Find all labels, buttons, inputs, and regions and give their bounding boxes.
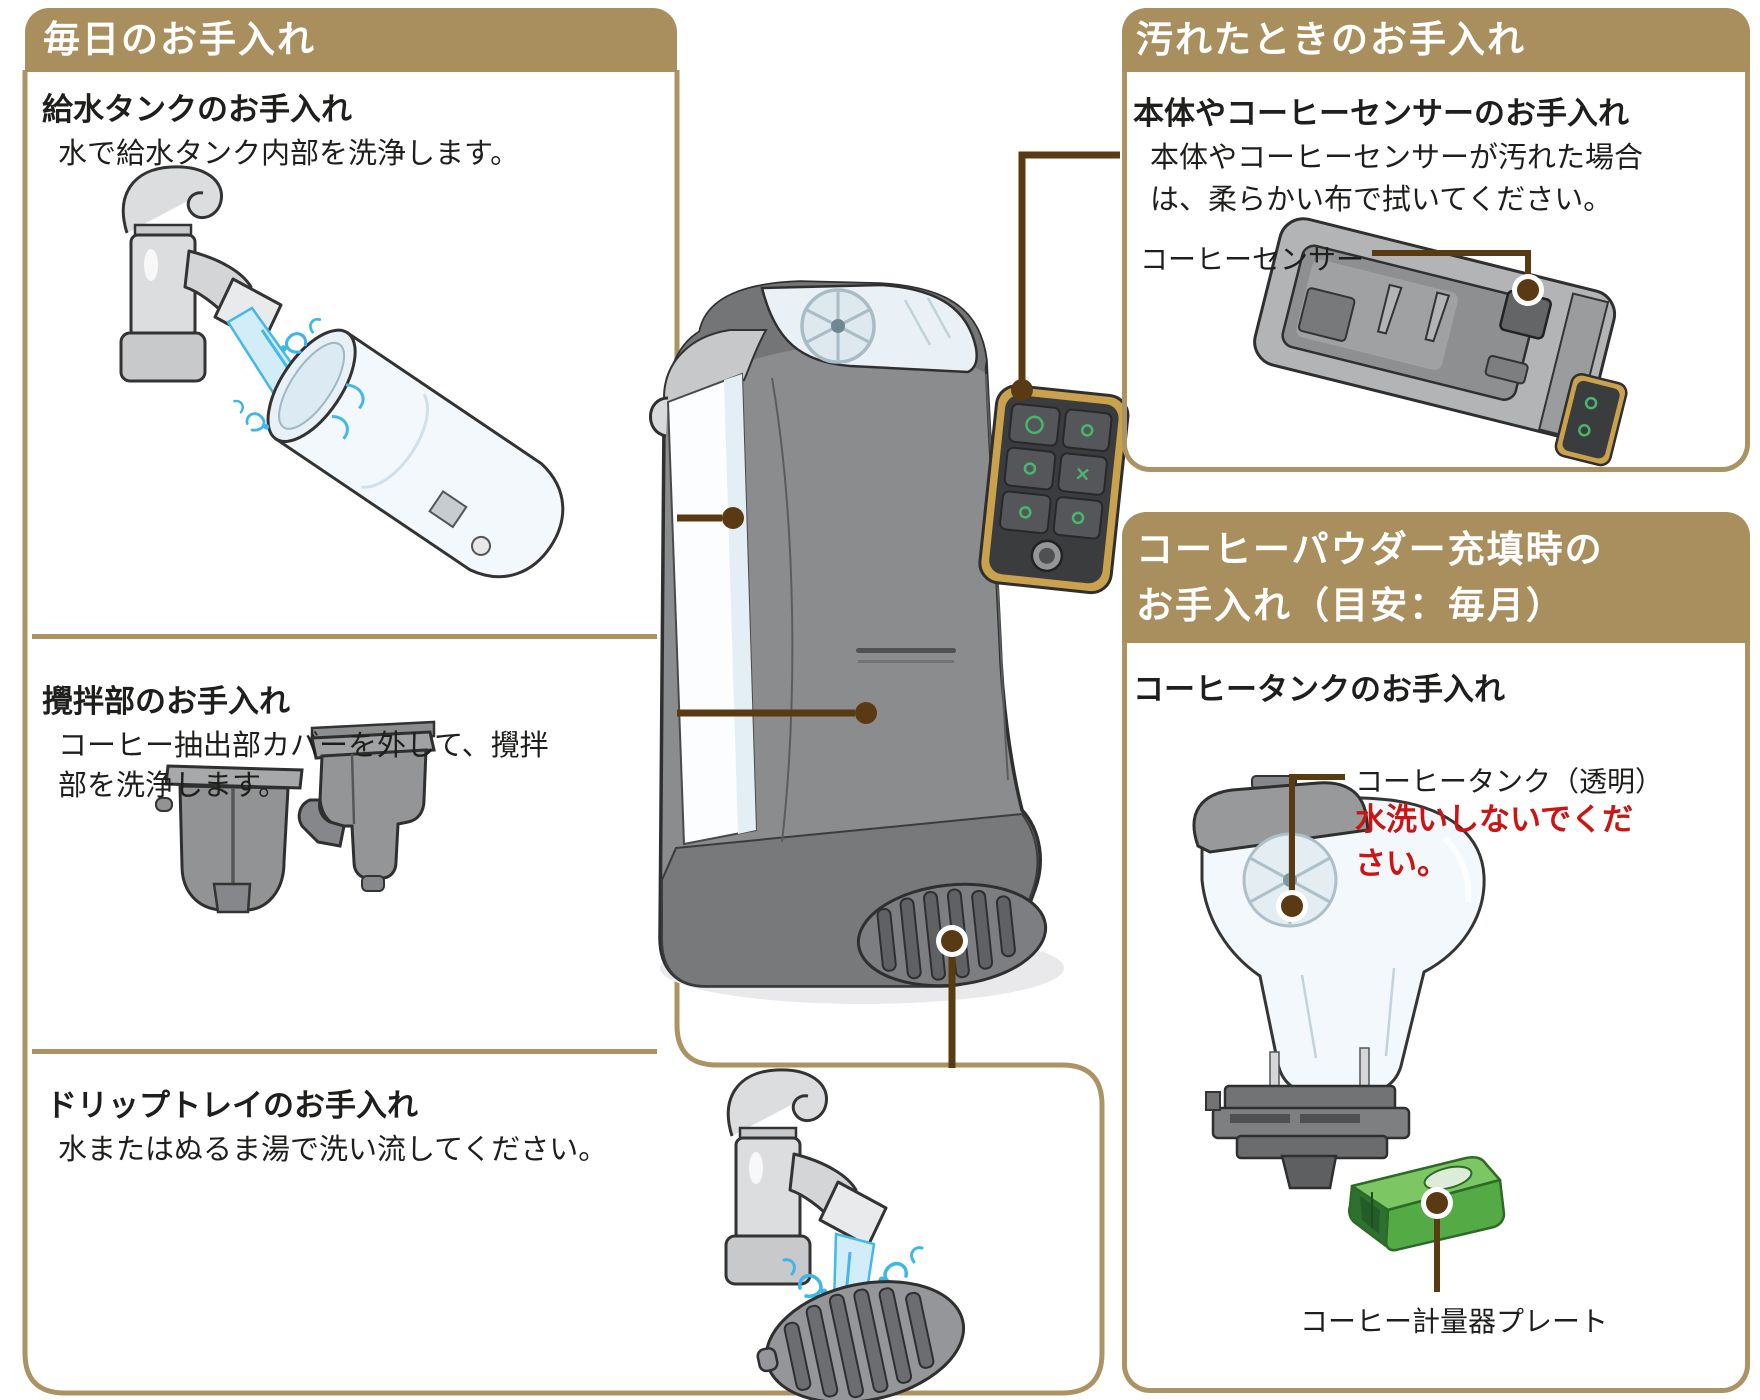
coffee-machine-illustration <box>649 280 1130 1004</box>
plate-dot <box>1426 1192 1448 1214</box>
faucet-washing-drip-tray-illustration <box>724 1068 966 1400</box>
coffee-sensor-illustration <box>1253 217 1628 467</box>
callout-dots <box>722 274 1544 1219</box>
measuring-plate-label: コーヒー計量器プレート <box>1300 1306 1609 1337</box>
callout-connectors <box>677 151 1531 1292</box>
dirty-care-title: 汚れたときのお手入れ <box>1136 19 1526 60</box>
no-washing-warning-line2: さい。 <box>1355 846 1448 881</box>
dirty-care-heading: 本体やコーヒーセンサーのお手入れ <box>1133 96 1629 131</box>
drip-tray-section-body: 水またはぬるま湯で洗い流してください。 <box>58 1134 608 1166</box>
sensor-label-connector-line <box>1372 250 1531 280</box>
stirring-section-heading: 攪拌部のお手入れ <box>42 684 290 719</box>
daily-care-title: 毎日のお手入れ <box>43 19 316 60</box>
dirty-care-header: 汚れたときのお手入れ <box>1122 8 1750 72</box>
powder-refill-box-outline <box>1122 643 1750 1393</box>
coffee-tank-label: コーヒータンク（透明） <box>1355 766 1664 797</box>
section-divider-2 <box>32 1049 657 1054</box>
powder-refill-title-line1: コーヒーパウダー充填時の <box>1136 529 1604 570</box>
dirty-care-box-outline <box>1122 72 1750 472</box>
water-tank-section-heading: 給水タンクのお手入れ <box>42 92 352 127</box>
stirring-parts-illustration <box>155 720 436 914</box>
drip-tray-section-heading: ドリップトレイのお手入れ <box>46 1088 418 1123</box>
tank-lid-dot <box>1281 895 1303 917</box>
water-tank-dot <box>722 507 744 529</box>
no-washing-warning-line1: 水洗いしないでくだ <box>1355 802 1634 837</box>
sensor-area-dot <box>1011 379 1033 401</box>
powder-refill-header: コーヒーパウダー充填時の お手入れ（目安：毎月） <box>1122 512 1750 643</box>
dirty-care-body-line1: 本体やコーヒーセンサーが汚れた場合 <box>1150 142 1644 174</box>
washed-drip-tray <box>756 1280 966 1400</box>
tank-label-connector-line <box>1289 774 1345 896</box>
coffee-tank-heading: コーヒータンクのお手入れ <box>1133 672 1505 707</box>
faucet-washing-water-tank-illustration <box>119 165 565 579</box>
drip-tray-dot <box>941 930 963 952</box>
section-divider-1 <box>32 634 657 639</box>
sensor-box-connector-line <box>1018 151 1120 388</box>
water-tank <box>266 328 565 579</box>
control-panel <box>978 384 1130 595</box>
stirring-section-body-line1: コーヒー抽出部カバーを外して、攪拌 <box>58 730 549 762</box>
dirty-care-body-line2: は、柔らかい布で拭いてください。 <box>1150 184 1613 216</box>
coffee-tank-illustration <box>1192 775 1486 1190</box>
sensor-dot <box>1517 279 1539 301</box>
tank-lid <box>1192 781 1370 854</box>
coffee-sensor-label: コーヒーセンサー <box>1140 244 1365 275</box>
daily-care-header: 毎日のお手入れ <box>25 8 677 72</box>
tank-handle <box>649 396 669 438</box>
daily-care-box-outline <box>22 70 1105 1396</box>
stirring-dot <box>855 702 877 724</box>
stirring-section-body-line2: 部を洗浄します。 <box>58 770 288 802</box>
powder-refill-title-line2: お手入れ（目安：毎月） <box>1136 585 1565 626</box>
water-tank-section-body: 水で給水タンク内部を洗浄します。 <box>58 138 520 170</box>
